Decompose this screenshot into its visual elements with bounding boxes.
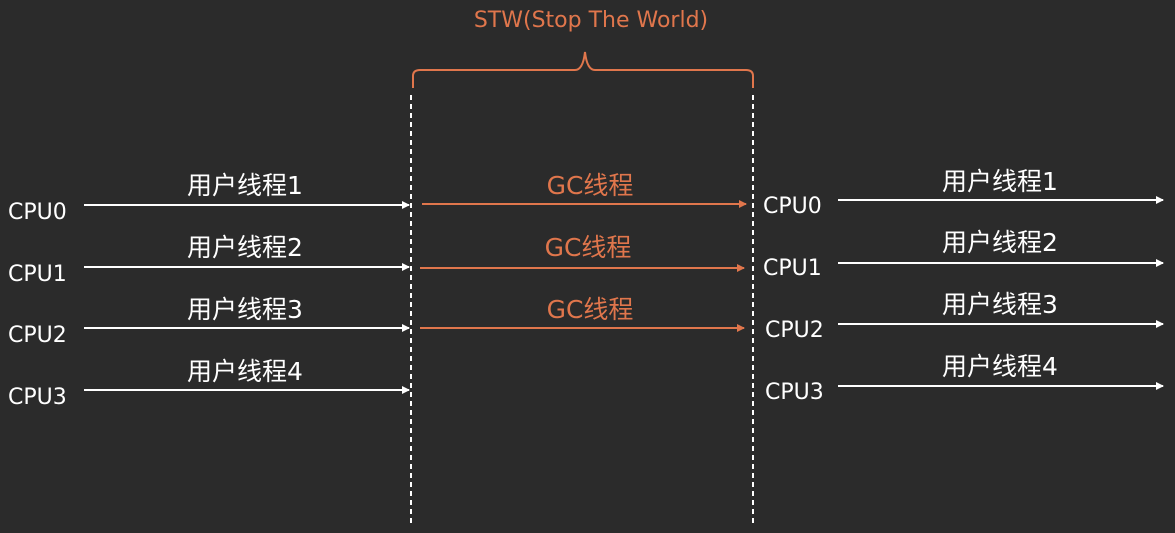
right-cpu-group: CPU0 用户线程1 CPU1 用户线程2 CPU2 用户线程3 CPU3 用户… (763, 167, 1164, 405)
left-cpu-label: CPU0 (8, 200, 67, 225)
left-cpu-group: CPU0 用户线程1 CPU1 用户线程2 CPU2 用户线程3 CPU3 用户… (8, 171, 410, 410)
right-thread-label: 用户线程4 (942, 352, 1058, 381)
right-cpu-label: CPU1 (763, 256, 822, 281)
left-thread-label: 用户线程2 (187, 233, 303, 262)
left-thread-label: 用户线程1 (187, 171, 303, 200)
stw-brace (412, 51, 754, 88)
gc-thread-label: GC线程 (547, 171, 634, 200)
left-cpu-label: CPU3 (8, 385, 67, 410)
gc-thread-label: GC线程 (545, 233, 632, 262)
right-thread-label: 用户线程2 (942, 228, 1058, 257)
right-cpu-label: CPU3 (765, 380, 824, 405)
left-cpu-label: CPU1 (8, 262, 67, 287)
right-thread-label: 用户线程1 (942, 167, 1058, 196)
left-cpu-label: CPU2 (8, 323, 67, 348)
right-cpu-label: CPU0 (763, 194, 822, 219)
gc-thread-group: GC线程 GC线程 GC线程 (420, 171, 747, 332)
left-thread-label: 用户线程4 (187, 357, 303, 386)
gc-thread-label: GC线程 (547, 295, 634, 324)
stw-title: STW(Stop The World) (474, 8, 708, 33)
left-thread-label: 用户线程3 (187, 295, 303, 324)
right-thread-label: 用户线程3 (942, 290, 1058, 319)
right-cpu-label: CPU2 (765, 318, 824, 343)
